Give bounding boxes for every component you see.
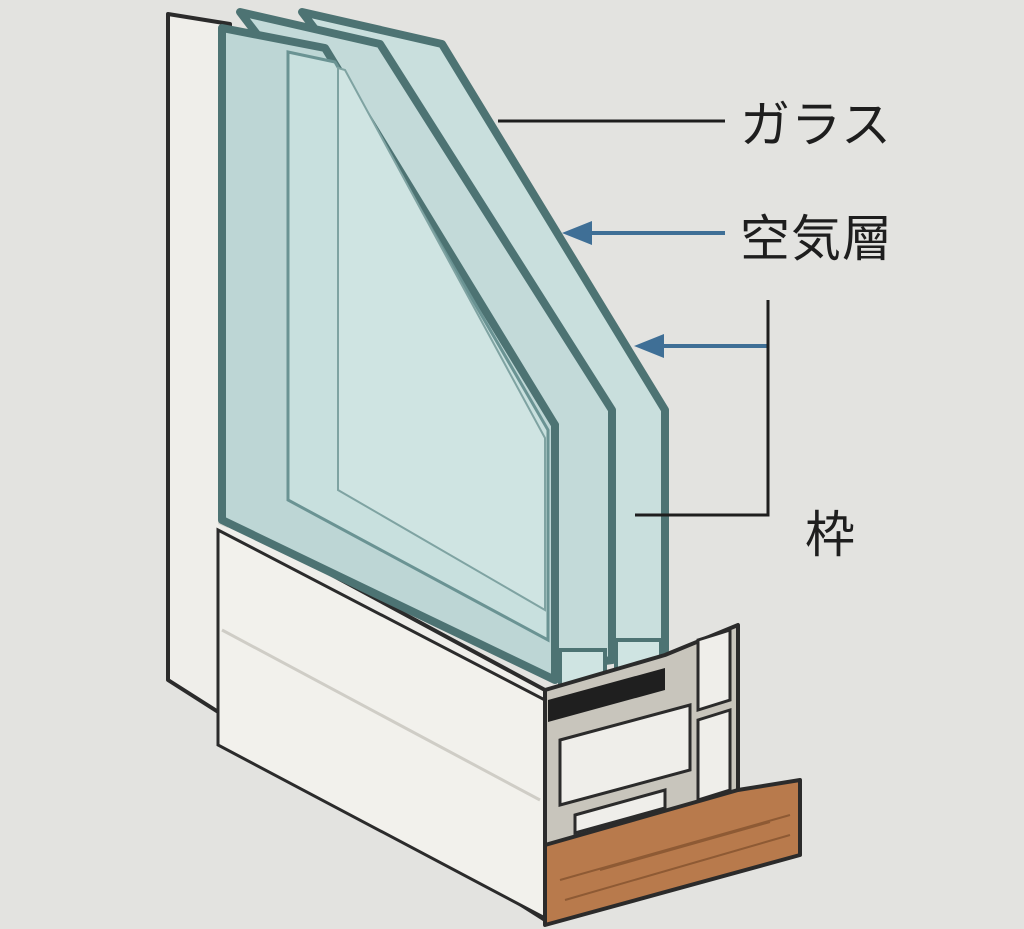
frame-label: 枠 bbox=[805, 506, 856, 564]
wood-grain bbox=[559, 814, 791, 901]
wood-sill-front bbox=[543, 778, 802, 927]
frame-profile bbox=[543, 623, 740, 857]
glass-label: ガラス bbox=[740, 96, 892, 154]
wood-sill bbox=[543, 778, 802, 927]
profile-chamber bbox=[696, 707, 732, 803]
profile-chamber bbox=[696, 627, 732, 713]
glass-panes bbox=[218, 8, 669, 692]
profile-gasket bbox=[548, 668, 665, 722]
air-layer-arrowhead-1 bbox=[562, 221, 592, 245]
glass-pane-inner bbox=[337, 66, 546, 612]
air-layer-bracket bbox=[635, 300, 770, 517]
profile-chamber bbox=[558, 703, 692, 807]
air-layer-arrowhead-2 bbox=[634, 334, 664, 358]
annotations bbox=[498, 119, 770, 517]
air-layer-label: 空気層 bbox=[740, 210, 893, 268]
frame-groove bbox=[221, 628, 541, 802]
profile-chamber bbox=[573, 788, 667, 835]
